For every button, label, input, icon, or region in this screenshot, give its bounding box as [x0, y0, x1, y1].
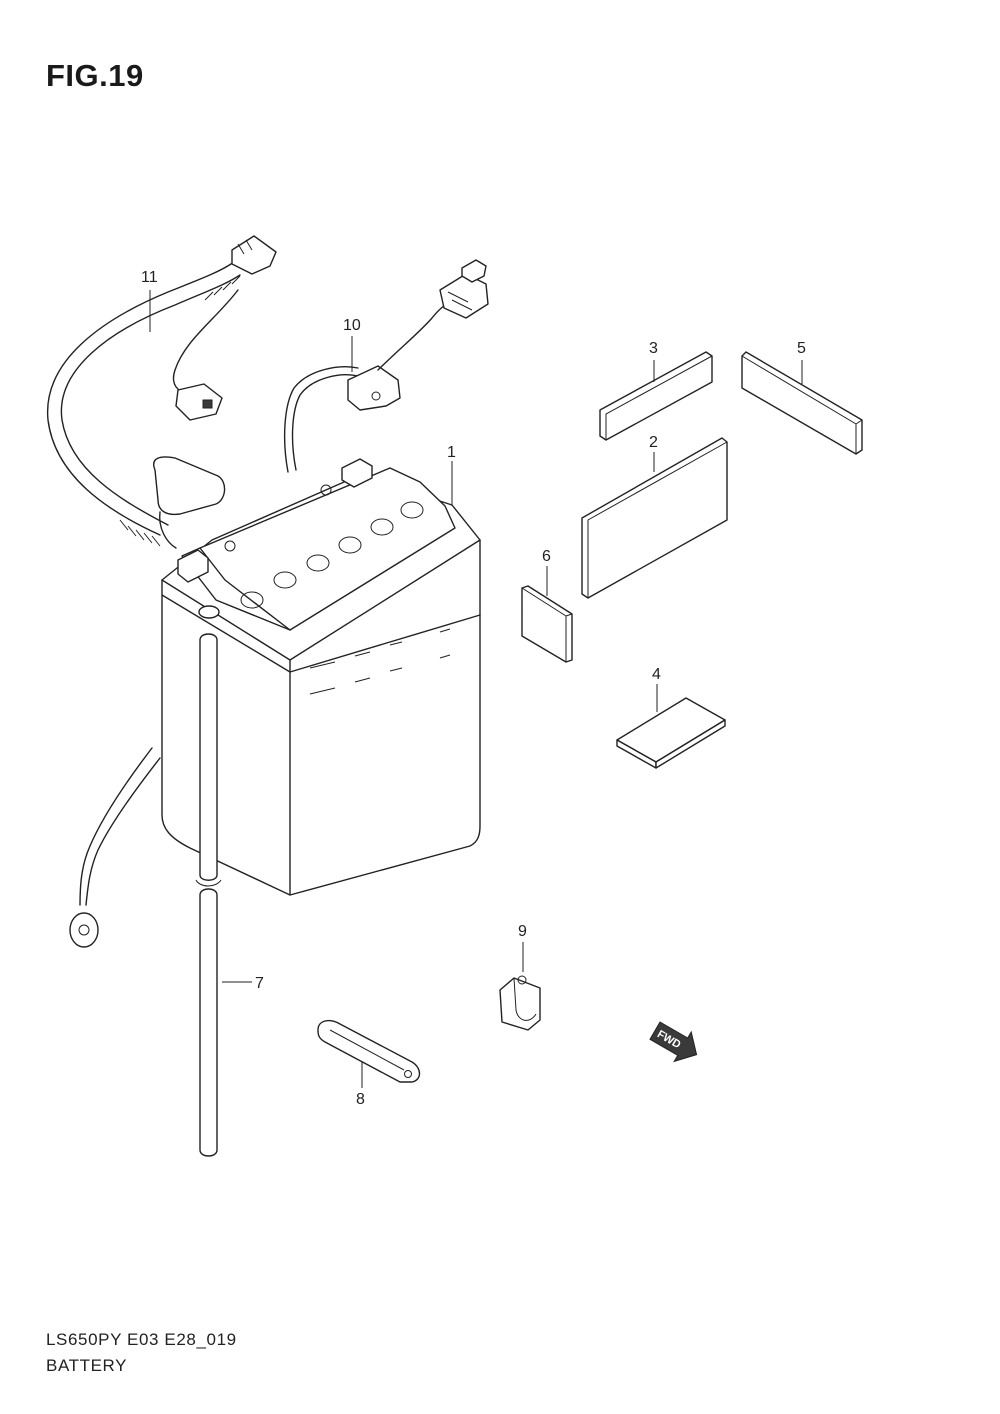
label-5-part[interactable]: [741, 351, 863, 455]
callout-2: 2: [649, 434, 658, 451]
callout-4: 4: [652, 666, 661, 683]
callout-11: 11: [141, 269, 158, 286]
breather-hose-part[interactable]: [195, 633, 222, 1157]
model-code: LS650PY E03 E28_019: [46, 1330, 237, 1349]
callout-3: 3: [649, 340, 658, 357]
figure-title: FIG.19: [46, 58, 144, 93]
clamp-9-part[interactable]: [499, 975, 541, 1031]
label-3-part[interactable]: [599, 351, 713, 441]
holder-8-part[interactable]: [317, 1019, 421, 1083]
plate-6-part[interactable]: [521, 585, 573, 663]
battery-part[interactable]: [161, 458, 481, 896]
callout-6: 6: [542, 548, 551, 565]
pad-4-part[interactable]: [616, 697, 726, 769]
label-2-part[interactable]: [581, 437, 728, 599]
battery-cable-part[interactable]: [46, 235, 277, 549]
callout-9: 9: [518, 923, 527, 940]
callout-8: 8: [356, 1091, 365, 1108]
callout-7: 7: [255, 975, 264, 992]
callout-10: 10: [343, 317, 361, 334]
ground-cable: [69, 747, 161, 948]
callout-1: 1: [447, 444, 456, 461]
fwd-arrow-icon: FWD: [649, 1021, 698, 1063]
section-name: BATTERY: [46, 1356, 128, 1375]
negative-cable-part[interactable]: [283, 259, 489, 473]
leader-lines: [149, 290, 803, 1088]
callout-5: 5: [797, 340, 806, 357]
